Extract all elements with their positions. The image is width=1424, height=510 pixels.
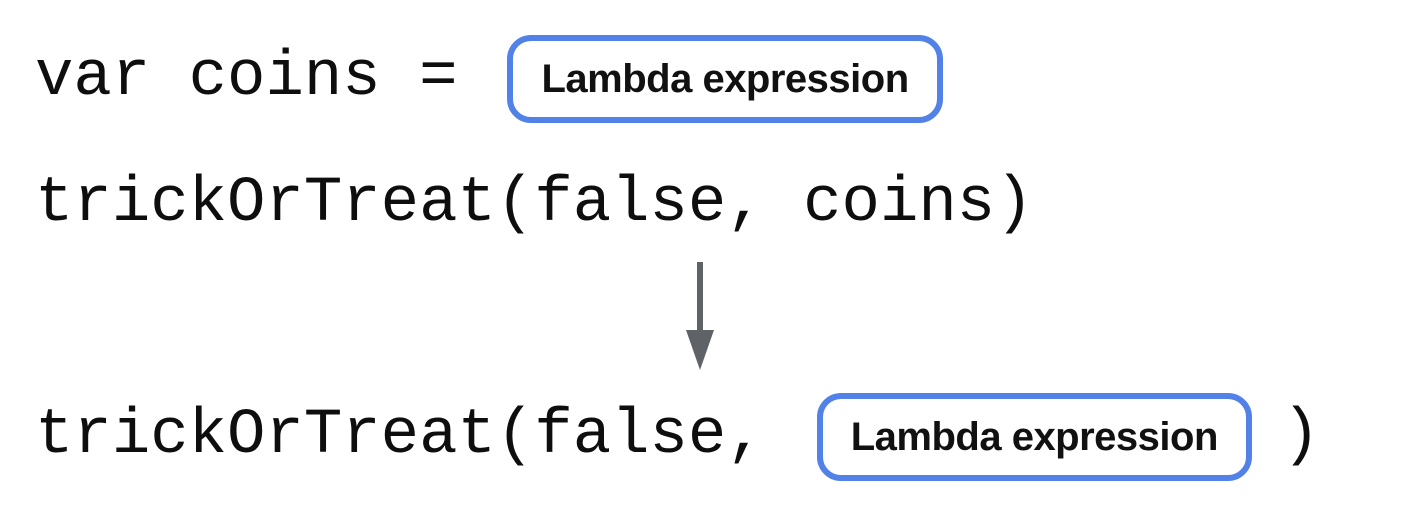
lambda-expression-box-1: Lambda expression bbox=[507, 35, 943, 123]
code-text-trickortreat-coins: trickOrTreat(false, coins) bbox=[35, 168, 1034, 240]
lambda-expression-label-1: Lambda expression bbox=[541, 57, 909, 101]
code-line-call-substituted: trickOrTreat(false, Lambda expression ) bbox=[35, 393, 1320, 481]
code-text-closing-paren: ) bbox=[1281, 400, 1321, 473]
code-text-var-coins: var coins = bbox=[35, 42, 458, 115]
lambda-expression-label-2: Lambda expression bbox=[850, 415, 1219, 459]
code-line-call: trickOrTreat(false, coins) bbox=[35, 168, 1034, 242]
code-text-trickortreat-false: trickOrTreat(false, bbox=[35, 400, 765, 473]
down-arrow-icon bbox=[686, 262, 714, 370]
code-line-assignment: var coins = Lambda expression bbox=[35, 35, 943, 123]
lambda-expression-box-2: Lambda expression bbox=[816, 393, 1252, 481]
